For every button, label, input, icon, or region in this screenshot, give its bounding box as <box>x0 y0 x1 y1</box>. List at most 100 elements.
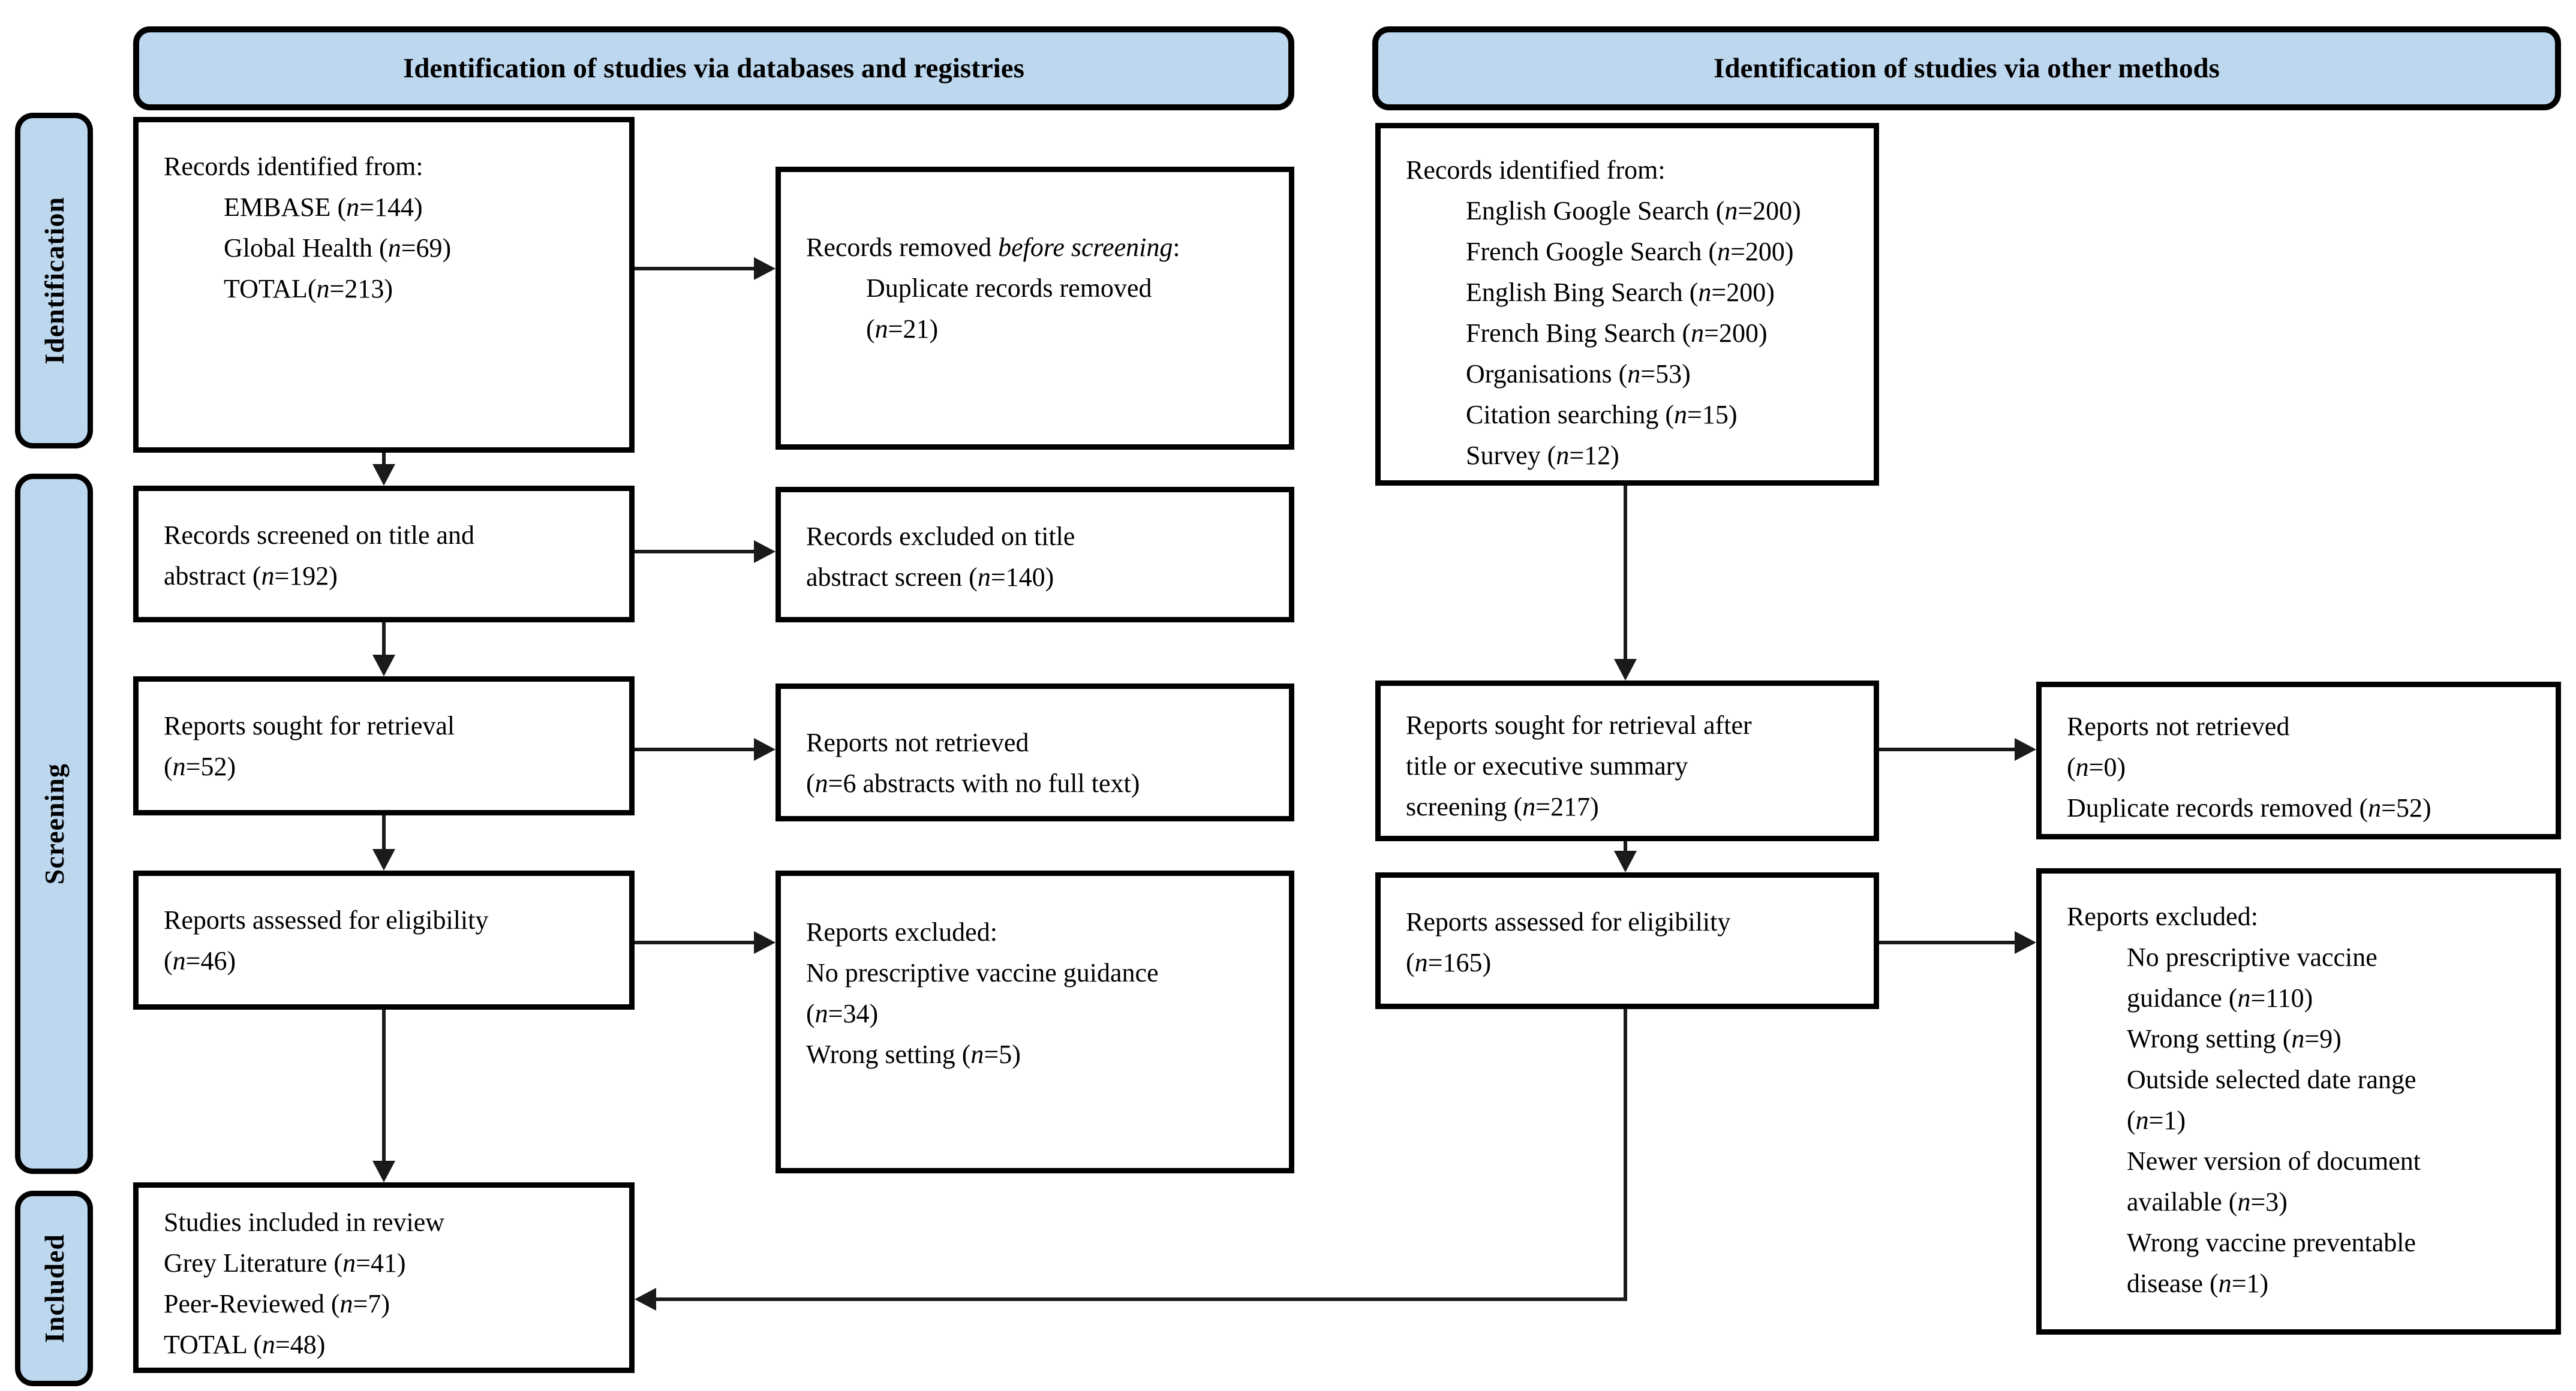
arrowhead-right-icon <box>2015 738 2036 761</box>
box-db-reports-excluded: Reports excluded: No prescriptive vaccine… <box>775 871 1294 1173</box>
box-text-line: French Bing Search (n=200) <box>1466 318 1768 348</box>
box-text-line: Reports not retrieved <box>2067 712 2290 741</box>
box-text-line: Outside selected date range <box>2127 1065 2416 1094</box>
arrowhead-down-icon <box>372 1161 395 1182</box>
box-text-line: Wrong vaccine preventable <box>2127 1228 2416 1257</box>
stage-label-identification: Identification <box>15 113 93 448</box>
box-text-line: (n=165) <box>1406 948 1492 977</box>
box-text-line: French Google Search (n=200) <box>1466 237 1794 266</box>
box-text-line: Newer version of document <box>2127 1146 2421 1176</box>
box-text-line: Reports not retrieved <box>806 728 1029 757</box>
box-db-reports-not-retrieved: Reports not retrieved (n=6 abstracts with… <box>775 684 1294 821</box>
box-db-records-excluded-title-abstract: Records excluded on title abstract screen… <box>775 487 1294 622</box>
arrowhead-right-icon <box>754 257 775 280</box>
arrowhead-left-icon <box>635 1288 656 1311</box>
box-text-line: Survey (n=12) <box>1466 441 1619 470</box>
box-text-line: Duplicate records removed <box>866 273 1152 303</box>
box-db-reports-sought: Reports sought for retrieval (n=52) <box>133 676 635 815</box>
arrowhead-down-icon <box>372 464 395 486</box>
box-text-line: screening (n=217) <box>1406 792 1599 821</box>
arrowhead-down-icon <box>1614 851 1637 872</box>
box-text-line: (n=46) <box>164 946 236 975</box>
box-db-reports-assessed: Reports assessed for eligibility (n=46) <box>133 871 635 1010</box>
box-text-line: Records identified from: <box>1406 155 1666 185</box>
arrow-other-identified-to-sought <box>1624 486 1627 660</box>
box-text-line: Duplicate records removed (n=52) <box>2067 793 2431 823</box>
arrow-other-assessed-to-included-vertical <box>1624 1009 1627 1301</box>
box-text-line: English Bing Search (n=200) <box>1466 278 1775 307</box>
arrowhead-down-icon <box>1614 659 1637 681</box>
box-text-line: (n=6 abstracts with no full text) <box>806 769 1140 798</box>
box-text-line: No prescriptive vaccine <box>2127 943 2377 972</box>
box-text-line: Organisations (n=53) <box>1466 359 1691 389</box>
box-text-line: Reports excluded: <box>806 917 997 947</box>
box-text-line: Citation searching (n=15) <box>1466 400 1738 429</box>
box-db-records-identified: Records identified from: EMBASE (n=144) Gl… <box>133 117 635 453</box>
arrow-db-screened-to-sought <box>382 622 386 656</box>
box-other-reports-not-retrieved: Reports not retrieved (n=0) Duplicate reco… <box>2036 682 2561 839</box>
arrowhead-right-icon <box>754 931 775 954</box>
arrow-db-sought-to-assessed <box>382 815 386 850</box>
stage-label-screening: Screening <box>15 474 93 1174</box>
box-text-line: abstract screen (n=140) <box>806 562 1054 592</box>
header-databases-registries: Identification of studies via databases … <box>133 26 1294 110</box>
box-other-reports-excluded: Reports excluded: No prescriptive vaccine… <box>2036 868 2561 1335</box>
arrow-db-screened-to-excluded <box>635 550 755 553</box>
arrow-db-assessed-to-included <box>382 1010 386 1162</box>
box-text-line: EMBASE (n=144) <box>224 192 423 222</box>
box-text-line: title or executive summary <box>1406 751 1688 781</box>
header-other-methods: Identification of studies via other meth… <box>1372 26 2561 110</box>
box-text-line: (n=52) <box>164 752 236 781</box>
box-text-line: Reports sought for retrieval after <box>1406 710 1752 740</box>
arrow-db-sought-to-not-retrieved <box>635 748 755 751</box>
arrow-db-identified-to-screened <box>382 453 386 466</box>
header-other-methods-label: Identification of studies via other meth… <box>1714 53 2220 84</box>
box-text-line: Wrong setting (n=5) <box>806 1040 1021 1069</box>
box-text-line: (n=21) <box>866 314 939 344</box>
stage-label-included-text: Included <box>38 1234 70 1343</box>
arrowhead-right-icon <box>2015 931 2036 954</box>
arrow-other-assessed-to-included-horizontal <box>656 1297 1627 1301</box>
arrow-other-sought-to-assessed <box>1624 841 1627 852</box>
box-text-line: Records identified from: <box>164 152 423 181</box>
box-text-line: guidance (n=110) <box>2127 983 2313 1013</box>
box-text-line: Records excluded on title <box>806 522 1075 551</box>
box-text-line: Reports assessed for eligibility <box>164 905 489 935</box>
box-text-line: Studies included in review <box>164 1208 445 1237</box>
box-text-line: Reports excluded: <box>2067 902 2258 931</box>
box-other-records-identified: Records identified from:English Google S… <box>1375 123 1879 486</box>
header-databases-label: Identification of studies via databases … <box>403 53 1024 84</box>
box-text-line: Records removed before screening: <box>806 233 1180 262</box>
box-db-records-removed-before-screening: Records removed before screening: Duplica… <box>775 167 1294 450</box>
box-text-line: disease (n=1) <box>2127 1269 2269 1298</box>
arrow-db-assessed-to-excluded <box>635 941 755 944</box>
box-text-line: (n=1) <box>2127 1106 2186 1135</box>
box-text-line: Reports sought for retrieval <box>164 711 455 740</box>
stage-label-identification-text: Identification <box>38 197 70 365</box>
arrowhead-right-icon <box>754 540 775 563</box>
box-text-line: Global Health (n=69) <box>224 233 452 263</box>
box-text-line: Reports assessed for eligibility <box>1406 907 1731 937</box>
arrow-other-assessed-to-excluded <box>1879 941 2015 944</box>
box-text-line: Records screened on title and <box>164 520 475 550</box>
stage-label-included: Included <box>15 1191 93 1386</box>
box-text-line: No prescriptive vaccine guidance <box>806 958 1159 987</box>
box-text-line: TOTAL(n=213) <box>224 274 393 303</box>
arrowhead-down-icon <box>372 849 395 871</box>
arrow-other-sought-to-not-retrieved <box>1879 748 2015 751</box>
arrow-db-identified-to-removed <box>635 267 755 270</box>
box-text-line: (n=34) <box>806 999 879 1028</box>
box-text-line: TOTAL (n=48) <box>164 1330 326 1359</box>
arrowhead-down-icon <box>372 655 395 676</box>
arrowhead-right-icon <box>754 738 775 761</box>
box-text-line: (n=0) <box>2067 752 2126 782</box>
box-text-line: Peer-Reviewed (n=7) <box>164 1289 390 1318</box>
box-text-line: Grey Literature (n=41) <box>164 1248 406 1278</box>
box-other-reports-sought: Reports sought for retrieval after title … <box>1375 681 1879 841</box>
box-other-reports-assessed: Reports assessed for eligibility (n=165) <box>1375 872 1879 1009</box>
box-text-line: Wrong setting (n=9) <box>2127 1024 2341 1053</box>
stage-label-screening-text: Screening <box>38 763 70 885</box>
